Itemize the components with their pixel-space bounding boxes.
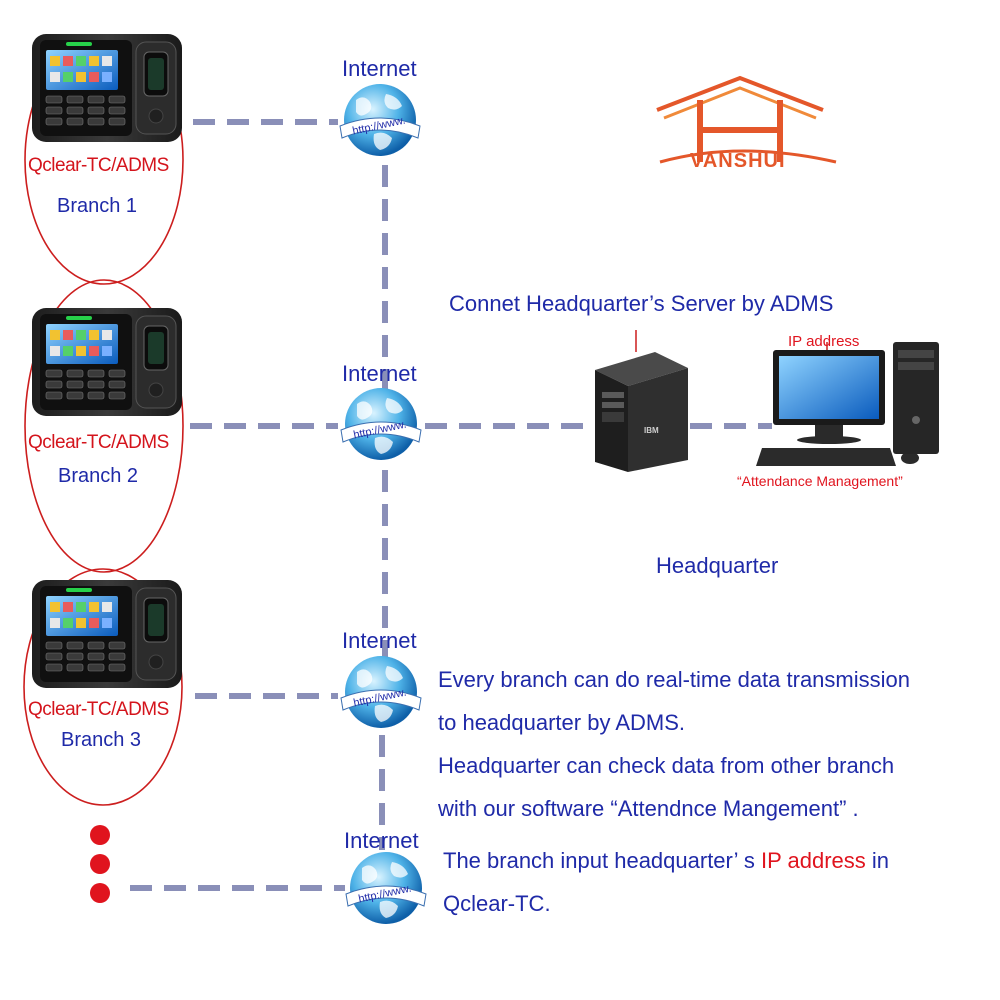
headquarter-label: Headquarter bbox=[656, 553, 779, 578]
ip-address-label: IP address bbox=[788, 333, 860, 350]
internet-label-4: Internet bbox=[344, 828, 419, 853]
internet-label-2: Internet bbox=[342, 361, 417, 386]
house-h-logo bbox=[656, 75, 837, 164]
description-line-3: Headquarter can check data from other br… bbox=[438, 753, 895, 778]
logo-text: VANSHUI bbox=[690, 150, 786, 172]
software-label: “Attendance Management” bbox=[737, 473, 903, 489]
more-branches-dots bbox=[90, 825, 110, 903]
description-line-1: Every branch can do real-time data trans… bbox=[438, 667, 910, 692]
connect-title: Connet Headquarter’s Server by ADMS bbox=[449, 291, 834, 316]
attendance-device-1 bbox=[31, 33, 183, 143]
branch-1-name: Branch 1 bbox=[57, 195, 138, 217]
description-line-5: The branch input headquarter’ s IP addre… bbox=[443, 839, 889, 882]
internet-label-1: Internet bbox=[342, 56, 417, 81]
branch-2-outline bbox=[24, 279, 184, 573]
branch-3-model: Qclear-TC/ADMS bbox=[28, 699, 169, 720]
description-ip-highlight: IP address bbox=[760, 848, 866, 873]
description-line-4: with our software “Attendnce Mangement” … bbox=[438, 796, 859, 821]
description-line-6: Qclear-TC. bbox=[443, 891, 551, 916]
description-line-5-before: The branch input headquarter’ s bbox=[443, 848, 761, 873]
workstation bbox=[756, 342, 939, 466]
attendance-device-2 bbox=[31, 307, 183, 417]
connection-lines bbox=[130, 119, 772, 891]
branch-3-outline bbox=[23, 568, 183, 806]
branch-2-name: Branch 2 bbox=[58, 465, 139, 487]
branch-1-model: Qclear-TC/ADMS bbox=[28, 155, 169, 176]
branch-3-name: Branch 3 bbox=[61, 729, 142, 751]
description-line-5-after: in bbox=[865, 848, 890, 873]
server-brand-label: IBM bbox=[644, 426, 659, 435]
description-line-2: to headquarter by ADMS. bbox=[438, 710, 686, 735]
branch-2-model: Qclear-TC/ADMS bbox=[28, 432, 169, 453]
attendance-device-3 bbox=[31, 579, 183, 689]
server-tower bbox=[595, 330, 688, 472]
internet-label-3: Internet bbox=[342, 628, 417, 653]
